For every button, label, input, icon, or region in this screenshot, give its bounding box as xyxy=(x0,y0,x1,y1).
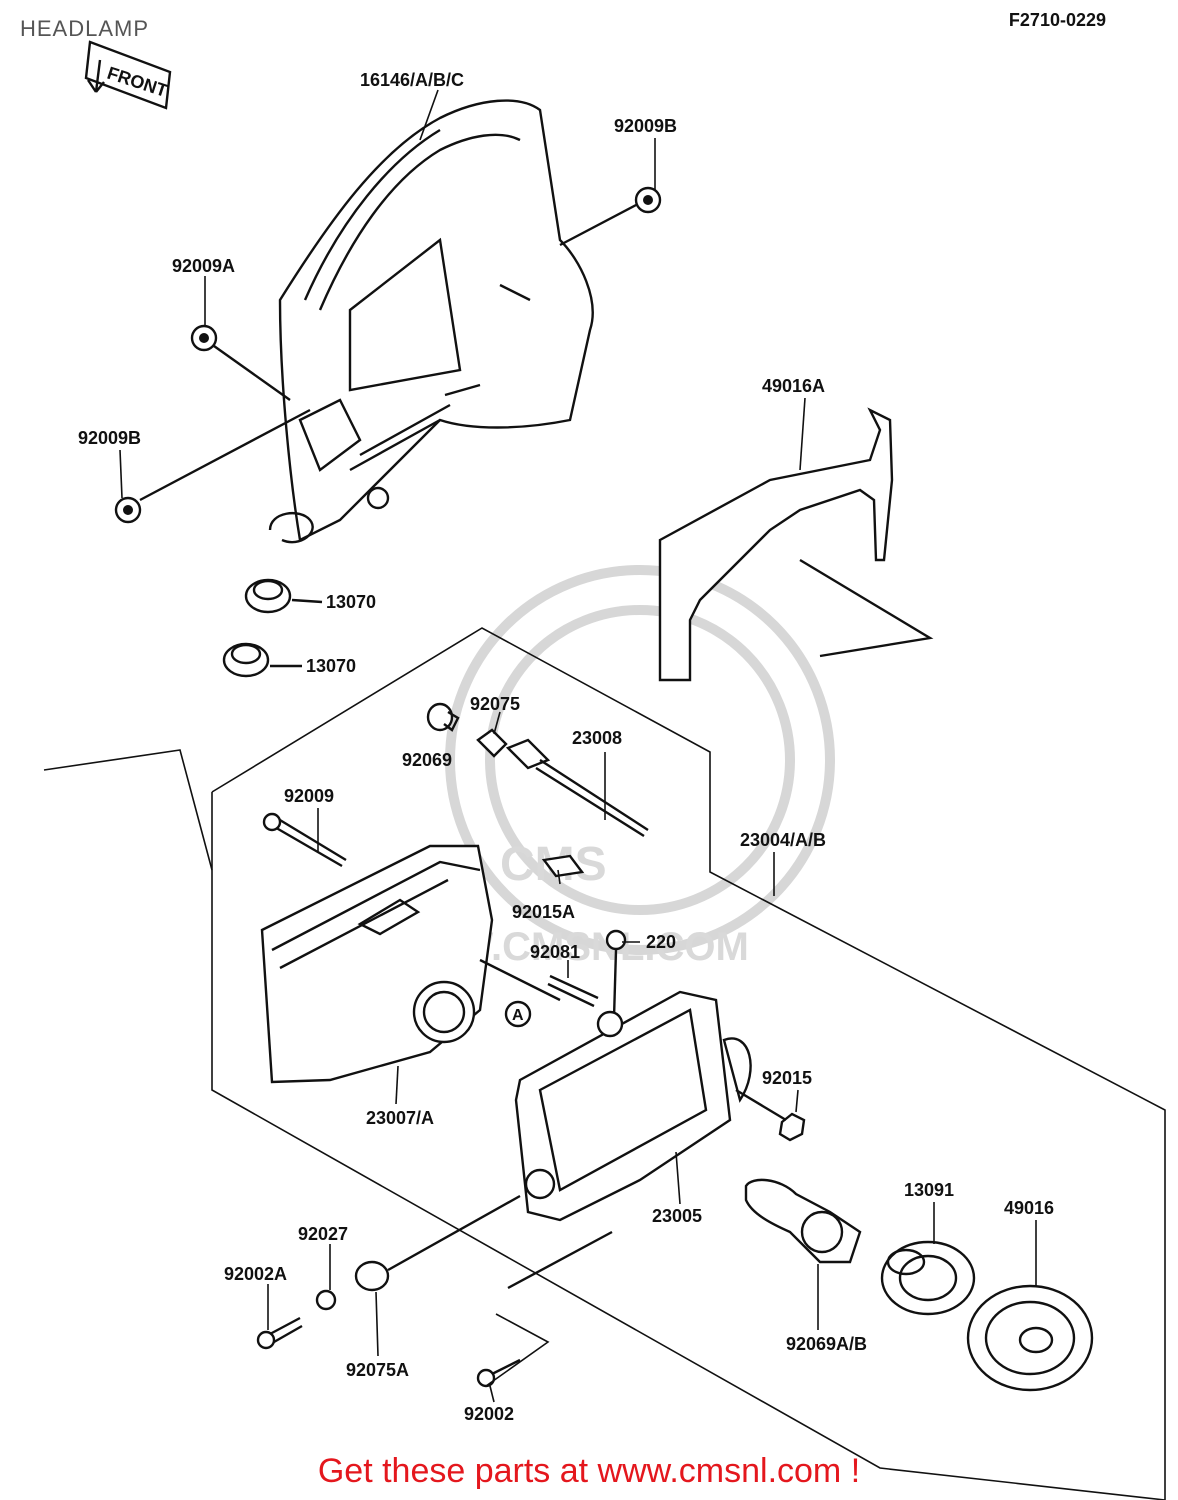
callout-a: A xyxy=(504,1000,532,1028)
label-49016a: 49016A xyxy=(762,376,825,396)
diagram-code: F2710-0229 xyxy=(1008,10,1106,30)
grommet-13070-upper xyxy=(244,578,323,614)
headlight-bulb-92069ab xyxy=(744,1178,862,1264)
collar-92075a xyxy=(354,1194,521,1292)
front-arrow-icon: FRONT xyxy=(84,40,172,110)
get-parts-link[interactable]: Get these parts at www.cmsnl.com ! xyxy=(317,1452,861,1490)
assembly-outline xyxy=(43,627,1166,1500)
label-92009: 92009 xyxy=(284,786,334,806)
screw-92027 xyxy=(315,1289,337,1311)
rubber-boot-13091 xyxy=(880,1240,976,1316)
label-23004ab: 23004/A/B xyxy=(740,830,826,850)
label-92069: 92069 xyxy=(402,750,452,770)
label-92009b-top: 92009B xyxy=(614,116,677,136)
bracket-lines xyxy=(485,1230,613,1387)
screw-92081 xyxy=(547,974,599,1008)
pilot-wire-23008 xyxy=(505,738,649,838)
headlamp-cowl xyxy=(268,99,594,544)
bolt-92002a xyxy=(256,1316,303,1350)
socket-92075 xyxy=(476,728,508,758)
screw-92002 xyxy=(476,1358,521,1388)
label-92002: 92002 xyxy=(464,1404,514,1424)
part-labels: 16146/A/B/C 92009B 92009A 92009B 49016A … xyxy=(78,70,1054,1424)
svg-text:A: A xyxy=(512,1007,524,1024)
label-13070-lower: 13070 xyxy=(306,656,356,676)
label-23005: 23005 xyxy=(652,1206,702,1226)
label-92002a: 92002A xyxy=(224,1264,287,1284)
label-23008: 23008 xyxy=(572,728,622,748)
diagram-title: HEADLAMP xyxy=(20,16,150,41)
label-16146abc: 16146/A/B/C xyxy=(360,70,464,90)
headlamp-unit-23007 xyxy=(260,844,561,1084)
label-49016: 49016 xyxy=(1004,1198,1054,1218)
label-92075: 92075 xyxy=(470,694,520,714)
bracket-49016a xyxy=(658,407,934,682)
bulb-92069 xyxy=(426,702,460,732)
label-23007a: 23007/A xyxy=(366,1108,434,1128)
label-92015a: 92015A xyxy=(512,902,575,922)
label-13091: 13091 xyxy=(904,1180,954,1200)
housing-23005 xyxy=(514,990,752,1222)
label-13070-upper: 13070 xyxy=(326,592,376,612)
bolt-92009 xyxy=(262,812,347,868)
label-92015: 92015 xyxy=(762,1068,812,1088)
label-92027: 92027 xyxy=(298,1224,348,1244)
nut-92015 xyxy=(735,1088,806,1142)
leader-lines xyxy=(119,89,1037,1403)
label-92009b-left: 92009B xyxy=(78,428,141,448)
label-220: 220 xyxy=(646,932,676,952)
label-92069ab: 92069A/B xyxy=(786,1334,867,1354)
clip-92015a xyxy=(541,854,585,878)
cap-220 xyxy=(605,929,627,1019)
grommet-13070-lower xyxy=(222,642,302,678)
screw-92009b-top xyxy=(559,186,662,247)
dust-cover-49016 xyxy=(966,1284,1094,1392)
screw-92009a xyxy=(190,324,291,401)
screw-92009b-left xyxy=(114,408,311,524)
label-92009a: 92009A xyxy=(172,256,235,276)
label-92075a: 92075A xyxy=(346,1360,409,1380)
label-92081: 92081 xyxy=(530,942,580,962)
